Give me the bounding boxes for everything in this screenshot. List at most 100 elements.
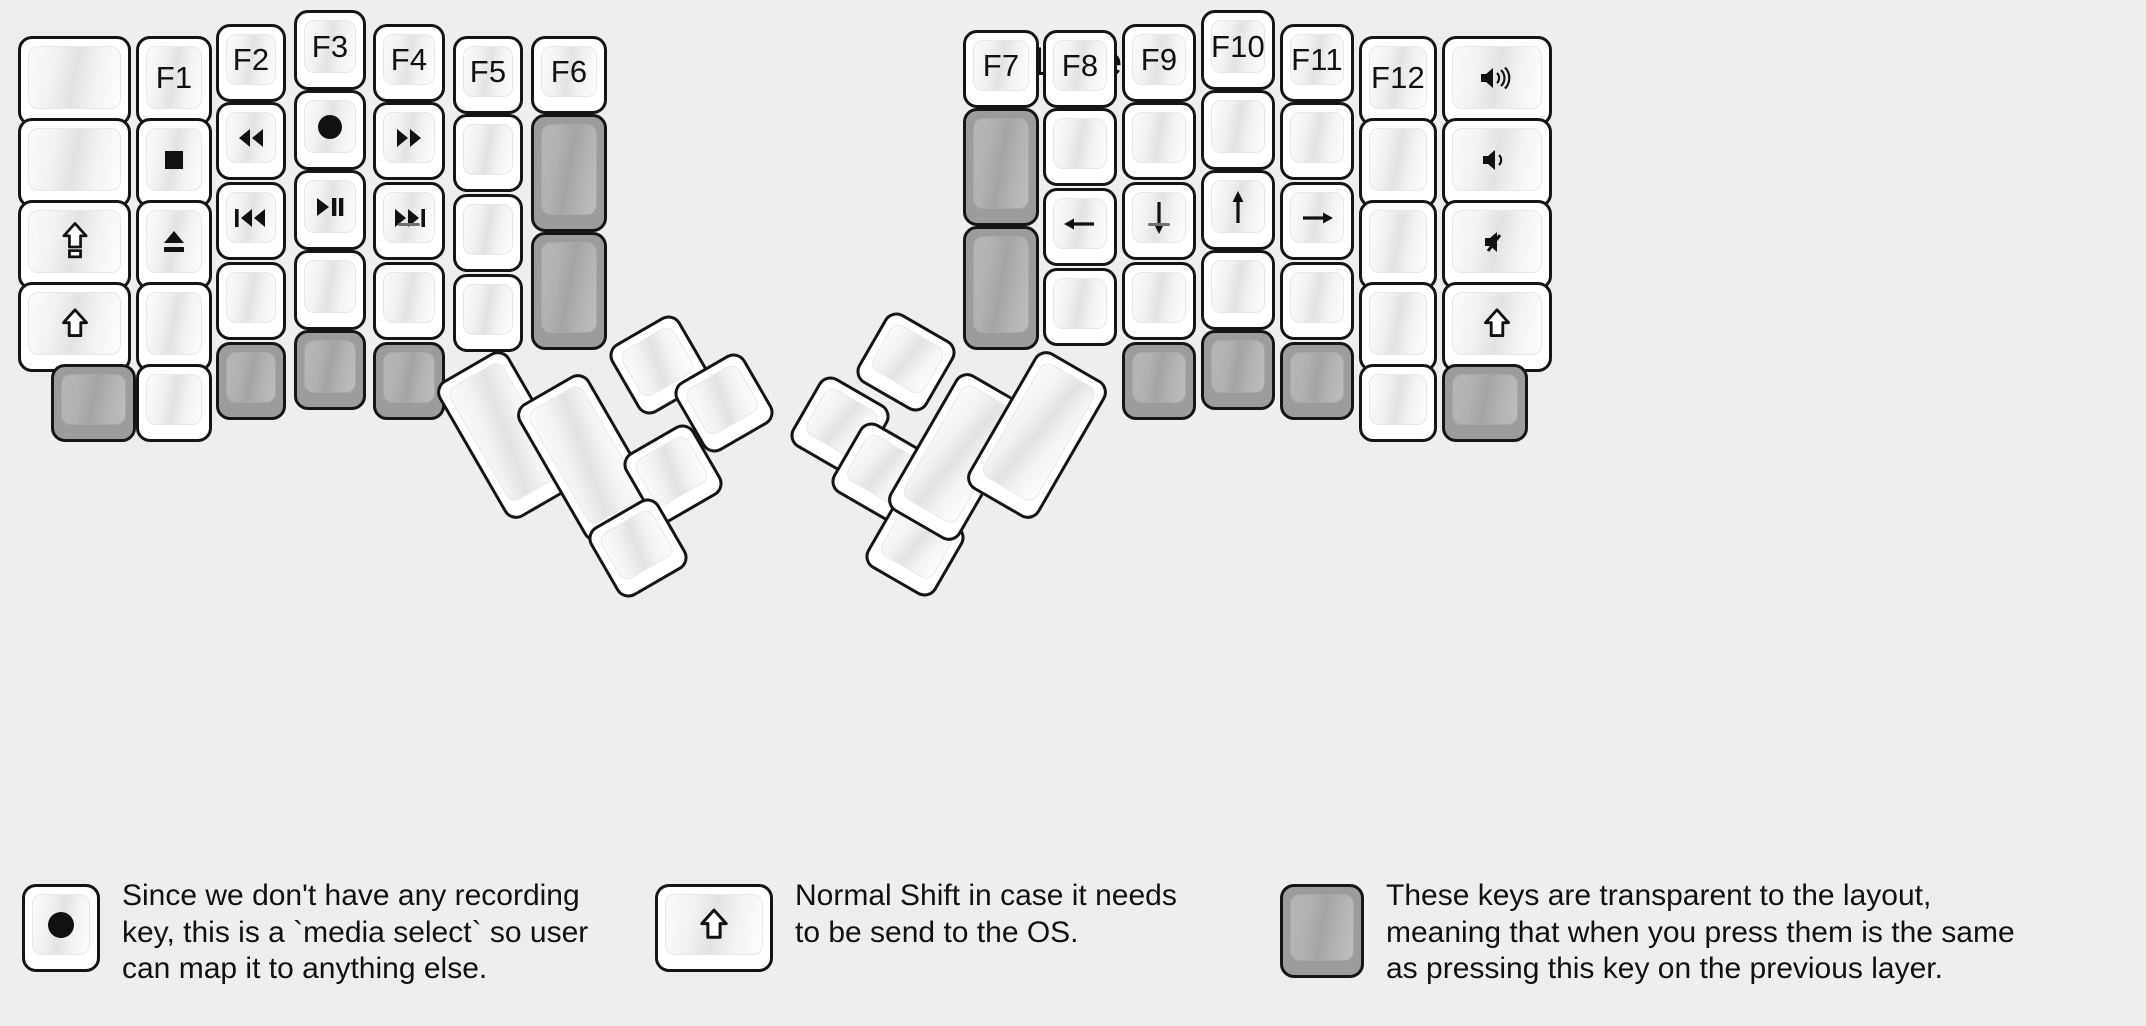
key-label: F11: [1291, 42, 1343, 77]
key-right-c4-f10[interactable]: F10: [1201, 10, 1275, 90]
key-cap: [1211, 180, 1265, 233]
volume-down-icon: [1483, 149, 1503, 170]
key-label: [1370, 129, 1426, 190]
key-left-c5-forward[interactable]: [373, 102, 445, 180]
key-cap: [868, 321, 947, 397]
key-left-c2-stop[interactable]: [136, 118, 212, 208]
key-right-c3-blank[interactable]: [1122, 102, 1196, 180]
legend-text-record: Since we don't have any recording key, t…: [122, 879, 589, 986]
key-left-c4-record[interactable]: [294, 90, 366, 170]
key-left-c1-r5-transparent[interactable]: [51, 364, 136, 442]
volume-mute-icon: [1485, 231, 1502, 252]
key-right-c1-transparent1[interactable]: [963, 108, 1039, 226]
key-cap: [1369, 292, 1427, 355]
key-left-c5-blank[interactable]: [373, 262, 445, 340]
key-right-c5-right[interactable]: [1280, 182, 1354, 260]
key-left-c6-f5[interactable]: F5: [453, 36, 523, 114]
key-label: [1291, 193, 1343, 242]
key-right-c4-blank[interactable]: [1201, 90, 1275, 170]
key-left-c7-transparent2[interactable]: [531, 232, 607, 350]
key-right-c3-down[interactable]: [1122, 182, 1196, 260]
key-right-c6-blank2[interactable]: [1359, 200, 1437, 290]
key-right-c7-shift[interactable]: [1442, 282, 1552, 372]
key-right-c5-transparent[interactable]: [1280, 342, 1354, 420]
key-right-c2-left[interactable]: [1043, 188, 1117, 266]
key-left-c3-blank[interactable]: [216, 262, 286, 340]
key-label: [974, 119, 1028, 208]
key-left-c2-blank2[interactable]: [136, 364, 212, 442]
key-label: [1133, 113, 1185, 162]
key-right-c1-f7[interactable]: F7: [963, 30, 1039, 108]
media-play-pause-icon: [317, 197, 344, 216]
key-right-c3-transparent[interactable]: [1122, 342, 1196, 420]
key-left-c6-blank3[interactable]: [453, 274, 523, 352]
key-right-c5-blank2[interactable]: [1280, 262, 1354, 340]
key-right-c7-transparent[interactable]: [1442, 364, 1528, 442]
key-left-c7-transparent1[interactable]: [531, 114, 607, 232]
key-right-c4-transparent[interactable]: [1201, 330, 1275, 410]
key-left-c1-r3-capslock[interactable]: [18, 200, 131, 290]
key-right-c1-transparent2[interactable]: [963, 226, 1039, 350]
key-left-c5-next[interactable]: [373, 182, 445, 260]
key-left-c4-blank[interactable]: [294, 250, 366, 330]
key-left-c5-f4[interactable]: F4: [373, 24, 445, 102]
key-label: [62, 375, 125, 424]
key-left-c3-f2[interactable]: F2: [216, 24, 286, 102]
key-cap: F3: [304, 20, 356, 73]
key-right-c6-blank3[interactable]: [1359, 282, 1437, 372]
key-left-c1-r4-shift[interactable]: [18, 282, 131, 372]
key-right-c7-volume-down[interactable]: [1442, 118, 1552, 208]
legend-swatch-transparent-key: [1280, 884, 1364, 978]
key-right-c2-f8[interactable]: F8: [1043, 30, 1117, 108]
key-right-c4-blank2[interactable]: [1201, 250, 1275, 330]
key-left-c4-f3[interactable]: F3: [294, 10, 366, 90]
key-left-c7-f6[interactable]: F6: [531, 36, 607, 114]
key-cap: [146, 128, 202, 191]
key-cap: [463, 124, 513, 175]
key-left-c2-f1[interactable]: F1: [136, 36, 212, 126]
key-right-c5-f11[interactable]: F11: [1280, 24, 1354, 102]
key-left-c3-prev[interactable]: [216, 182, 286, 260]
key-left-c1-r2[interactable]: [18, 118, 131, 208]
key-cap: [1053, 118, 1107, 169]
key-label: [1133, 193, 1185, 242]
key-right-c2-blank[interactable]: [1043, 108, 1117, 186]
key-left-c1-r1[interactable]: [18, 36, 131, 126]
key-right-c6-f12[interactable]: F12: [1359, 36, 1437, 126]
key-right-c6-blank4[interactable]: [1359, 364, 1437, 442]
key-cap: [383, 352, 435, 403]
key-right-c3-blank2[interactable]: [1122, 262, 1196, 340]
key-cap: F9: [1132, 34, 1186, 85]
key-left-c2-eject[interactable]: [136, 200, 212, 290]
legend-item-shift: Normal Shift in case it needs to be send…: [655, 872, 1177, 1026]
key-right-c6-blank1[interactable]: [1359, 118, 1437, 208]
key-label: [974, 237, 1028, 332]
key-label: [29, 129, 120, 190]
key-left-c4-playpause[interactable]: [294, 170, 366, 250]
key-right-c2-blank2[interactable]: [1043, 268, 1117, 346]
key-label: F6: [550, 54, 588, 89]
key-left-c6-blank1[interactable]: [453, 114, 523, 192]
key-left-c5-transparent[interactable]: [373, 342, 445, 420]
key-label: [1212, 341, 1264, 392]
key-label: [1370, 211, 1426, 272]
key-cap: [1452, 374, 1518, 425]
key-cap: [973, 118, 1029, 209]
key-cap: [383, 112, 435, 163]
key-right-c5-blank[interactable]: [1280, 102, 1354, 180]
key-left-c2-blank[interactable]: [136, 282, 212, 372]
key-left-c6-blank2[interactable]: [453, 194, 523, 272]
key-right-c7-volume-up[interactable]: [1442, 36, 1552, 126]
key-cap: F11: [1290, 34, 1344, 85]
key-left-c4-transparent[interactable]: [294, 330, 366, 410]
key-cap: F8: [1053, 40, 1107, 91]
key-cap: F7: [973, 40, 1029, 91]
legend-text-transparent: These keys are transparent to the layout…: [1386, 879, 2015, 986]
key-right-c7-mute[interactable]: [1442, 200, 1552, 290]
key-left-c3-rewind[interactable]: [216, 102, 286, 180]
key-label: [1054, 279, 1106, 328]
key-left-c3-transparent[interactable]: [216, 342, 286, 420]
key-right-c3-f9[interactable]: F9: [1122, 24, 1196, 102]
key-right-c4-up[interactable]: [1201, 170, 1275, 250]
key-cap: [1132, 272, 1186, 323]
